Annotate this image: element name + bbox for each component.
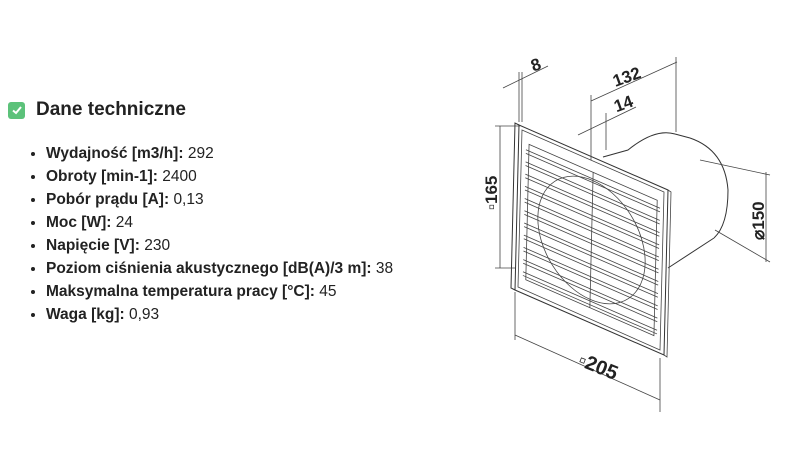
spec-value: 45 — [319, 283, 337, 300]
louver-slat — [524, 227, 658, 286]
fan-front-plate — [510, 122, 672, 358]
louver-slat — [524, 211, 658, 270]
louver-slat — [525, 178, 659, 237]
fan-cylinder — [602, 132, 729, 269]
dimension-lines — [495, 57, 771, 412]
spec-list: Wydajność [m3/h]: 292 Obroty [min-1]: 24… — [28, 142, 446, 326]
check-square-icon — [8, 101, 25, 119]
spec-label: Pobór prądu [A]: — [46, 191, 170, 208]
spec-label: Obroty [min-1]: — [46, 168, 158, 185]
louver-slat — [524, 223, 658, 282]
spec-value: 230 — [144, 237, 171, 254]
spec-item: Waga [kg]: 0,93 — [46, 303, 446, 326]
louver-slat — [525, 190, 659, 249]
dim-diameter: ⌀150 — [749, 201, 768, 240]
dim-offset: 14 — [611, 92, 636, 117]
spec-label: Maksymalna temperatura pracy [°C]: — [46, 283, 315, 300]
spec-item: Napięcie [V]: 230 — [46, 234, 446, 257]
spec-value: 38 — [375, 260, 394, 277]
spec-label: Napięcie [V]: — [46, 237, 140, 254]
section-header: Dane techniczne — [8, 99, 186, 121]
spec-value: 0,93 — [128, 306, 160, 323]
dim-height: ▫165 — [482, 176, 501, 210]
spec-item: Poziom ciśnienia akustycznego [dB(A)/3 m… — [46, 257, 446, 280]
spec-item: Obroty [min-1]: 2400 — [46, 165, 446, 188]
louver-slat — [526, 162, 660, 221]
dim-width: ▫205 — [575, 349, 621, 385]
spec-value: 24 — [115, 214, 133, 231]
louver-slat — [524, 214, 658, 273]
section-title: Dane techniczne — [36, 99, 186, 120]
fan-grille — [523, 143, 660, 337]
louver-slat — [525, 202, 659, 261]
louver-slat — [524, 235, 658, 294]
spec-label: Moc [W]: — [46, 214, 112, 231]
louver-slat — [523, 275, 657, 334]
spec-item: Pobór prądu [A]: 0,13 — [46, 188, 446, 211]
spec-item: Wydajność [m3/h]: 292 — [46, 142, 446, 165]
spec-value: 292 — [187, 145, 214, 162]
louver-slat — [525, 186, 659, 245]
louver-slat — [526, 153, 660, 212]
louver-slat — [523, 260, 657, 319]
louver-slat — [526, 150, 660, 209]
spec-item: Maksymalna temperatura pracy [°C]: 45 — [46, 280, 446, 303]
louver-slat — [523, 263, 657, 322]
dim-total-depth: 132 — [610, 63, 643, 91]
spec-label: Wydajność [m3/h]: — [46, 145, 184, 162]
louver-slat — [523, 251, 657, 310]
louver-slat — [525, 174, 659, 233]
spec-value: 0,13 — [173, 191, 204, 208]
spec-label: Poziom ciśnienia akustycznego [dB(A)/3 m… — [46, 260, 372, 277]
louver-slat — [524, 239, 658, 298]
dim-plate-depth: 8 — [528, 54, 543, 75]
spec-value: 2400 — [162, 168, 197, 185]
louver-slat — [523, 272, 657, 331]
louver-slat — [525, 199, 659, 258]
spec-item: Moc [W]: 24 — [46, 211, 446, 234]
louver-slat — [524, 247, 658, 306]
spec-label: Waga [kg]: — [46, 306, 125, 323]
louver-slat — [526, 166, 660, 225]
